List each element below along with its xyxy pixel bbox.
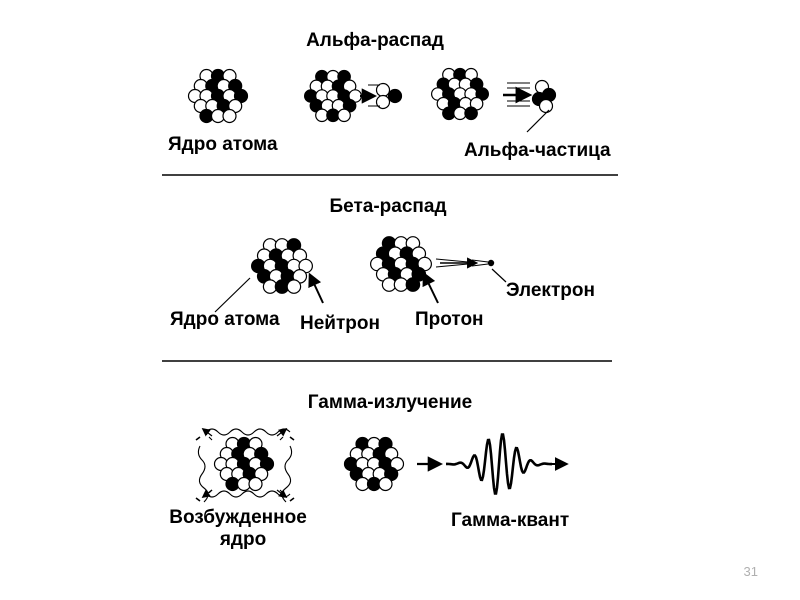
- electron-label: Электрон: [506, 280, 595, 301]
- electron-pointer-line: [491, 268, 507, 283]
- alpha-particle-label: Альфа-частица: [464, 140, 611, 161]
- excited-nucleus-label-line1: Возбужденное: [169, 507, 307, 528]
- alpha-nucleus-label: Ядро атома: [168, 134, 278, 155]
- motion-lines-icon: [368, 84, 380, 107]
- gamma-radiation-title: Гамма-излучение: [307, 392, 473, 413]
- beta-decay-title: Бета-распад: [329, 196, 447, 217]
- excited-nucleus-icon: [195, 427, 295, 503]
- nucleus-pointer-line: [214, 277, 251, 313]
- excited-nucleus-label-line2: ядро: [219, 529, 267, 550]
- page-number: 31: [743, 564, 758, 579]
- beta-nucleus-icon: [214, 238, 324, 313]
- excitation-scribble-icon: [195, 428, 295, 503]
- gamma-wave-icon: [446, 433, 552, 495]
- neutron-label: Нейтрон: [300, 313, 380, 334]
- electron-icon: [487, 259, 495, 267]
- alpha-nucleus-icon: [187, 68, 249, 124]
- proton-label: Протон: [415, 309, 484, 330]
- neutron-pointer-arrow-icon: [308, 272, 324, 304]
- alpha-particle-pointer-line: [526, 109, 550, 133]
- alpha-decaying-nucleus-icon: [303, 69, 403, 123]
- alpha-ejected-nucleus-icon: [430, 67, 557, 133]
- gamma-nucleus-icon: [343, 436, 405, 492]
- beta-decaying-nucleus-icon: [369, 236, 507, 304]
- alpha-emerging-particle-icon: [375, 82, 403, 110]
- alpha-decay-title: Альфа-распад: [306, 30, 444, 51]
- gamma-quantum-label: Гамма-квант: [451, 510, 570, 531]
- alpha-particle-icon: [531, 79, 557, 114]
- beta-nucleus-label: Ядро атома: [170, 309, 280, 330]
- proton-pointer-arrow-icon: [422, 271, 439, 304]
